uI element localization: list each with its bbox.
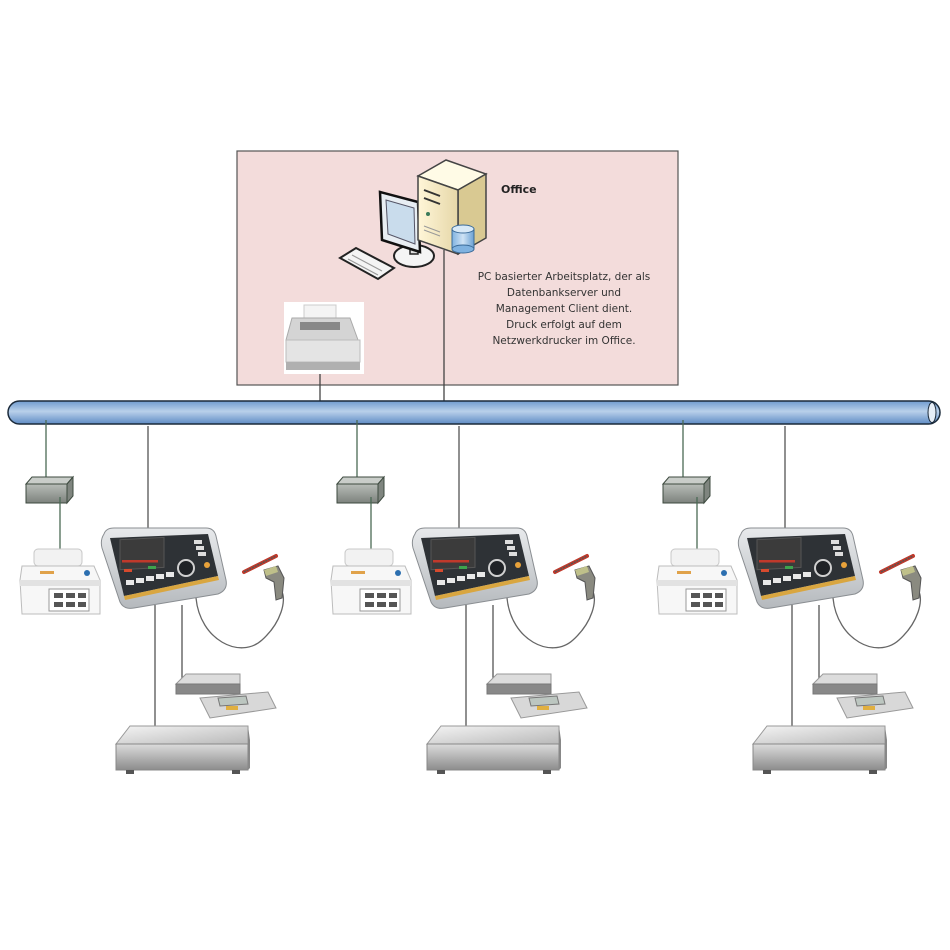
- pc-tower-icon: [416, 159, 488, 256]
- office-description-line: Management Client dient.: [496, 303, 632, 315]
- station-3: [655, 418, 923, 776]
- office-description-line: Datenbankserver und: [507, 287, 621, 299]
- network-printer-icon: [284, 302, 364, 374]
- station-1: [18, 418, 286, 776]
- keyboard-icon: [338, 246, 396, 281]
- office-description: PC basierter Arbeitsplatz, der als Daten…: [478, 271, 651, 347]
- office-description-line: Netzwerkdrucker im Office.: [492, 335, 635, 347]
- station-2: [329, 418, 597, 776]
- monitor-icon: [378, 190, 435, 268]
- network-bus: [7, 400, 941, 425]
- database-icon: [451, 224, 475, 254]
- office-title: Office: [501, 183, 537, 196]
- office-description-line: PC basierter Arbeitsplatz, der als: [478, 271, 651, 283]
- office-description-line: Druck erfolgt auf dem: [506, 319, 622, 331]
